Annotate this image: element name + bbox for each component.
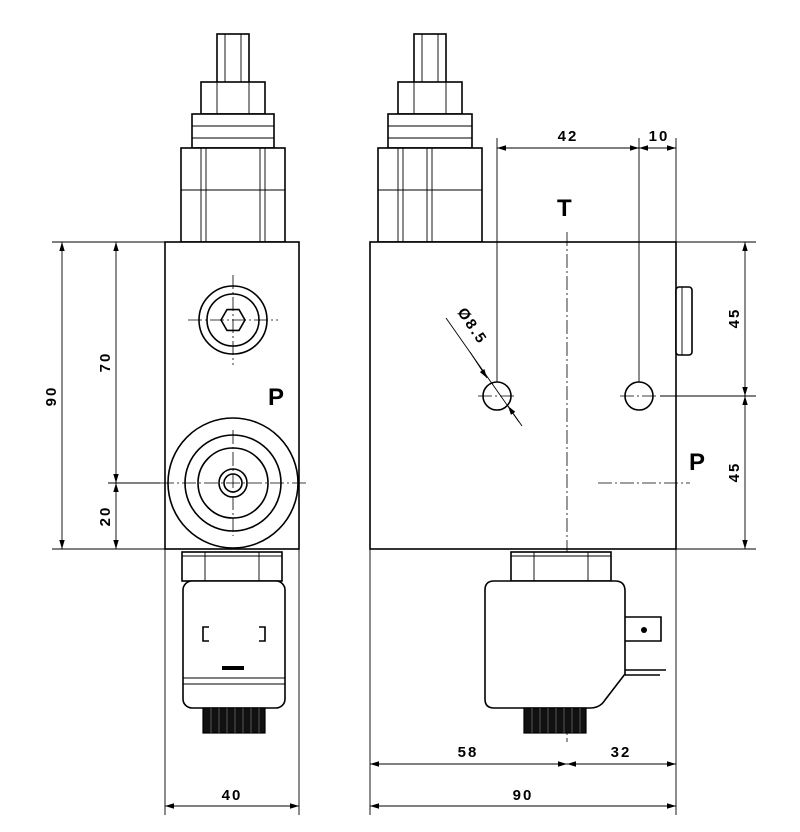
p-port-side bbox=[160, 417, 306, 549]
port-label-p-side: P bbox=[268, 384, 284, 411]
dim-hole-edge-10: 10 bbox=[649, 128, 670, 145]
front-view: T P bbox=[369, 33, 705, 742]
side-view: P bbox=[160, 33, 306, 734]
dim-bottom-90: 90 bbox=[513, 787, 534, 804]
side-plug bbox=[675, 286, 693, 356]
side-view-dimensions: 90 70 20 40 bbox=[43, 241, 300, 815]
dim-left-70: 70 bbox=[97, 352, 114, 373]
dim-hole-spacing-42: 42 bbox=[558, 128, 579, 145]
dim-left-90: 90 bbox=[43, 386, 60, 407]
dim-left-40: 40 bbox=[222, 787, 243, 804]
solenoid-nut bbox=[181, 551, 283, 582]
port-label-t: T bbox=[557, 195, 572, 222]
dim-bottom-32: 32 bbox=[611, 744, 632, 761]
solenoid-coil-front bbox=[484, 580, 666, 734]
adjusting-screw-front bbox=[377, 33, 483, 243]
front-block bbox=[369, 241, 677, 550]
dim-right-lower-45: 45 bbox=[726, 462, 743, 483]
solenoid-coil-side bbox=[182, 580, 286, 734]
solenoid-nut-front bbox=[510, 551, 612, 582]
dim-bottom-58: 58 bbox=[458, 744, 479, 761]
upper-plug bbox=[188, 275, 278, 365]
dim-left-20: 20 bbox=[97, 506, 114, 527]
port-label-p-front: P bbox=[689, 449, 705, 476]
adjusting-screw bbox=[180, 33, 286, 243]
dim-right-upper-45: 45 bbox=[726, 308, 743, 329]
